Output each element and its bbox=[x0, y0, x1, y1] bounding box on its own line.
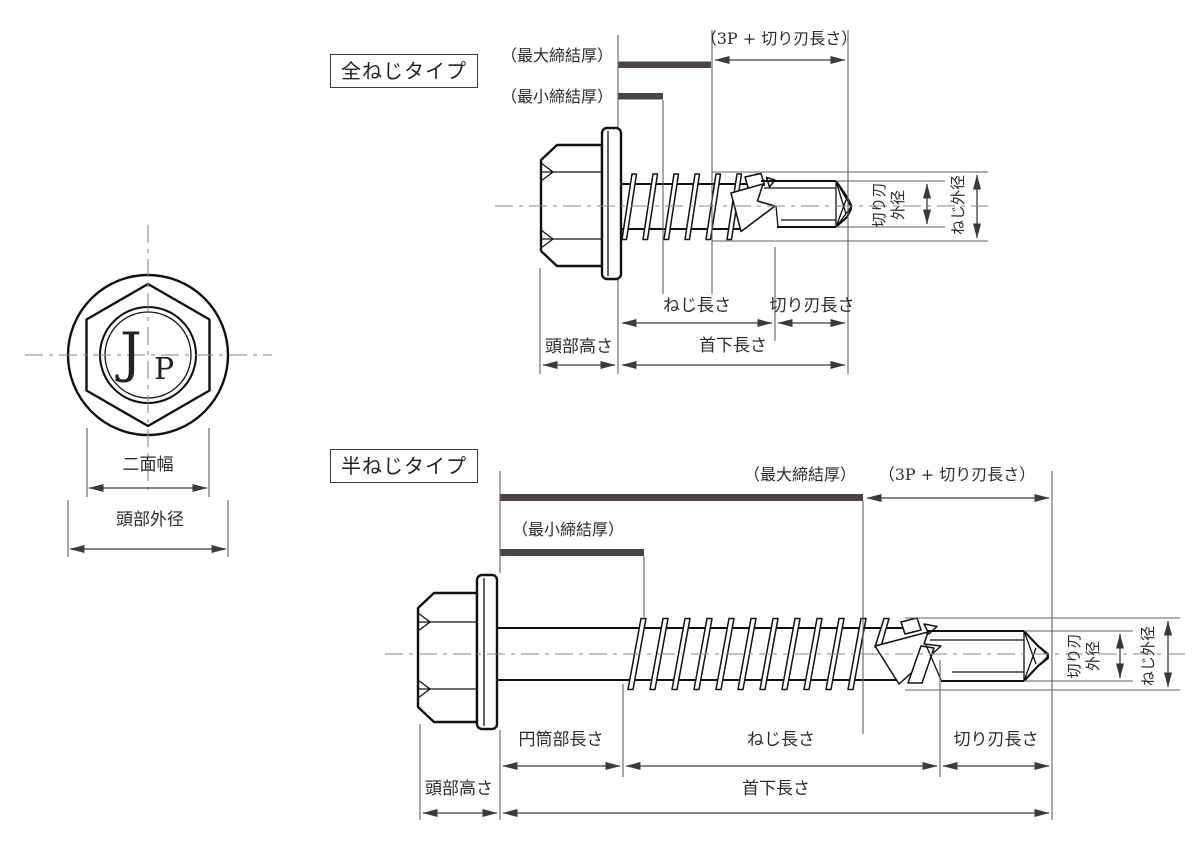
label-3p-cutting-length-bottom: （3P + 切り刃長さ） bbox=[878, 465, 1036, 484]
label-max-thickness-bottom: （最大締結厚） bbox=[743, 465, 856, 484]
half-thread-diagram bbox=[385, 471, 1185, 820]
full-thread-dimensions bbox=[542, 56, 981, 369]
label-cutting-edge-dia-top: 切り刃 外径 bbox=[870, 182, 907, 228]
drill-point bbox=[874, 617, 1050, 685]
hex-head-side bbox=[416, 591, 479, 724]
jp-logo-j: J bbox=[120, 321, 142, 384]
flange-washer bbox=[600, 126, 623, 281]
label-head-outer-diameter: 頭部外径 bbox=[116, 510, 184, 530]
label-cutting-edge-length-bottom: 切り刃長さ bbox=[953, 730, 1039, 750]
label-head-height-top: 頭部高さ bbox=[545, 337, 613, 357]
half-thread-screw bbox=[416, 573, 1050, 731]
label-max-thickness-top: （最大締結厚） bbox=[500, 46, 613, 65]
half-thread-extension-lines bbox=[419, 471, 1180, 820]
min-thickness-bar bbox=[500, 549, 644, 556]
jp-logo-p: P bbox=[154, 352, 175, 387]
flange-washer bbox=[475, 573, 499, 731]
label-thread-length-top: ねじ長さ bbox=[663, 296, 731, 316]
label-cutting-edge-length-top: 切り刃長さ bbox=[769, 296, 855, 316]
full-thread-diagram bbox=[495, 30, 988, 374]
head-facet-notch bbox=[417, 679, 432, 699]
max-thickness-bar bbox=[618, 61, 711, 68]
label-min-thickness-top: （最小締結厚） bbox=[500, 87, 613, 106]
label-under-head-length-bottom: 首下長さ bbox=[742, 779, 810, 799]
head-facet-notch bbox=[540, 229, 555, 249]
label-thread-dia-top: ねじ外径 bbox=[949, 175, 967, 236]
half-thread-dimensions bbox=[422, 494, 1172, 817]
head-facet-notch bbox=[540, 162, 555, 182]
label-width-across-flats: 二面幅 bbox=[122, 455, 174, 475]
front-extension-lines bbox=[67, 428, 229, 557]
label-cylindrical-length: 円筒部長さ bbox=[518, 730, 604, 750]
label-thread-dia-bottom: ねじ外径 bbox=[1139, 626, 1157, 687]
full-thread-extension-lines bbox=[539, 30, 988, 374]
half-thread-title: 半ねじタイプ bbox=[330, 449, 478, 483]
label-thread-length-bottom: ねじ長さ bbox=[747, 730, 815, 750]
min-thickness-bar bbox=[618, 93, 663, 100]
drill-point bbox=[730, 172, 853, 233]
label-head-height-bottom: 頭部高さ bbox=[425, 779, 493, 799]
label-cutting-edge-dia-bottom: 切り刃 外径 bbox=[1065, 633, 1102, 679]
label-under-head-length-top: 首下長さ bbox=[699, 336, 767, 356]
hex-head-front-view bbox=[25, 225, 272, 557]
head-facet-notch bbox=[417, 612, 432, 632]
label-min-thickness-bottom: （最小締結厚） bbox=[511, 520, 624, 539]
full-thread-screw bbox=[539, 126, 853, 281]
max-thickness-bar bbox=[500, 494, 863, 501]
label-3p-cutting-length-top: （3P + 切り刃長さ） bbox=[700, 29, 858, 48]
full-thread-title: 全ねじタイプ bbox=[330, 54, 478, 88]
hexagon bbox=[85, 282, 211, 428]
